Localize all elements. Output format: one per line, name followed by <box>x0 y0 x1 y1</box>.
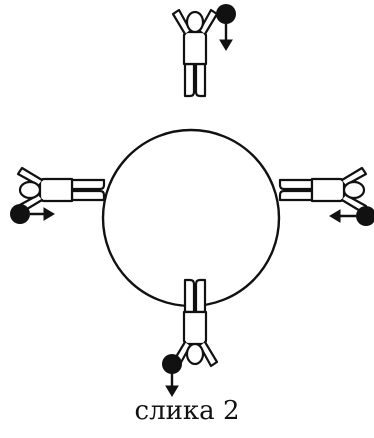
ball-top <box>216 4 236 24</box>
arrow-right-icon <box>330 210 356 222</box>
ball-left <box>10 204 30 224</box>
ball-bottom <box>162 354 182 374</box>
figure-top <box>173 10 217 96</box>
arrow-left-icon <box>30 208 54 220</box>
arrow-bottom-icon <box>166 374 178 396</box>
figure-caption: слика 2 <box>0 396 374 426</box>
figure-right <box>280 168 366 212</box>
figure-left <box>18 168 104 212</box>
arrow-top-icon <box>220 24 232 50</box>
